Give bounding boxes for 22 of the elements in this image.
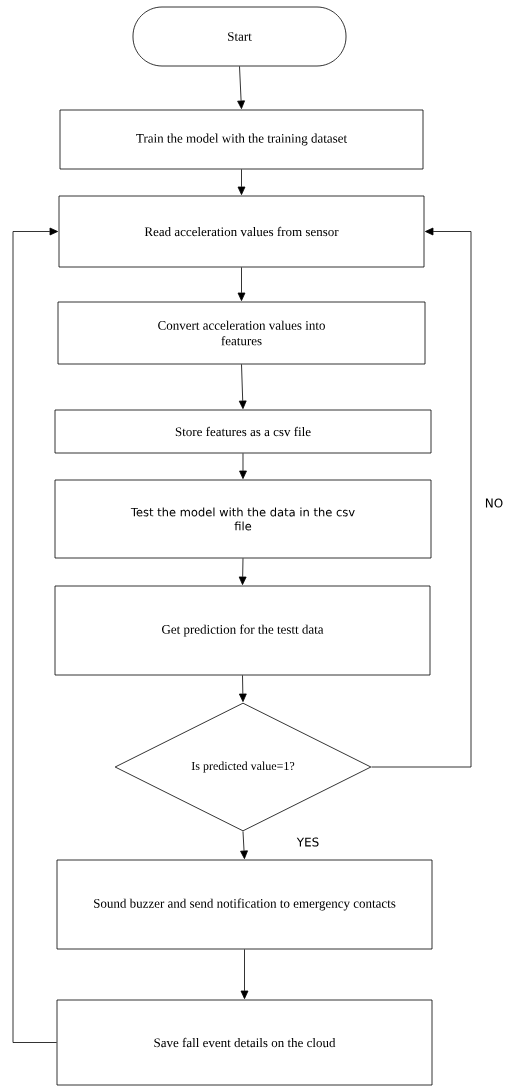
arrow <box>12 227 58 1043</box>
process-box: Convert acceleration values into features <box>57 301 426 365</box>
arrow <box>239 453 247 479</box>
process-box: Save fall event details on the cloud <box>56 999 433 1086</box>
process-box: Store features as a csv file <box>54 409 432 454</box>
edge-label: NO <box>483 497 505 509</box>
start-terminal: Start <box>132 6 347 67</box>
arrow <box>240 949 249 1000</box>
arrow <box>237 66 245 110</box>
arrow <box>237 169 246 195</box>
arrow <box>238 675 247 702</box>
arrow <box>238 558 247 585</box>
process-box: Test the model with the data in the csv file <box>54 479 432 559</box>
arrow <box>238 364 247 409</box>
process-box: Get prediction for the testt data <box>54 585 431 676</box>
arrow <box>240 831 248 860</box>
process-box: Read acceleration values from sensor <box>58 195 425 268</box>
process-box: Sound buzzer and send notification to emergency contacts <box>56 859 433 950</box>
arrow <box>371 227 472 768</box>
arrow <box>237 267 246 301</box>
edge-label: YES <box>295 836 321 848</box>
process-box: Train the model with the training dataset <box>59 109 424 170</box>
